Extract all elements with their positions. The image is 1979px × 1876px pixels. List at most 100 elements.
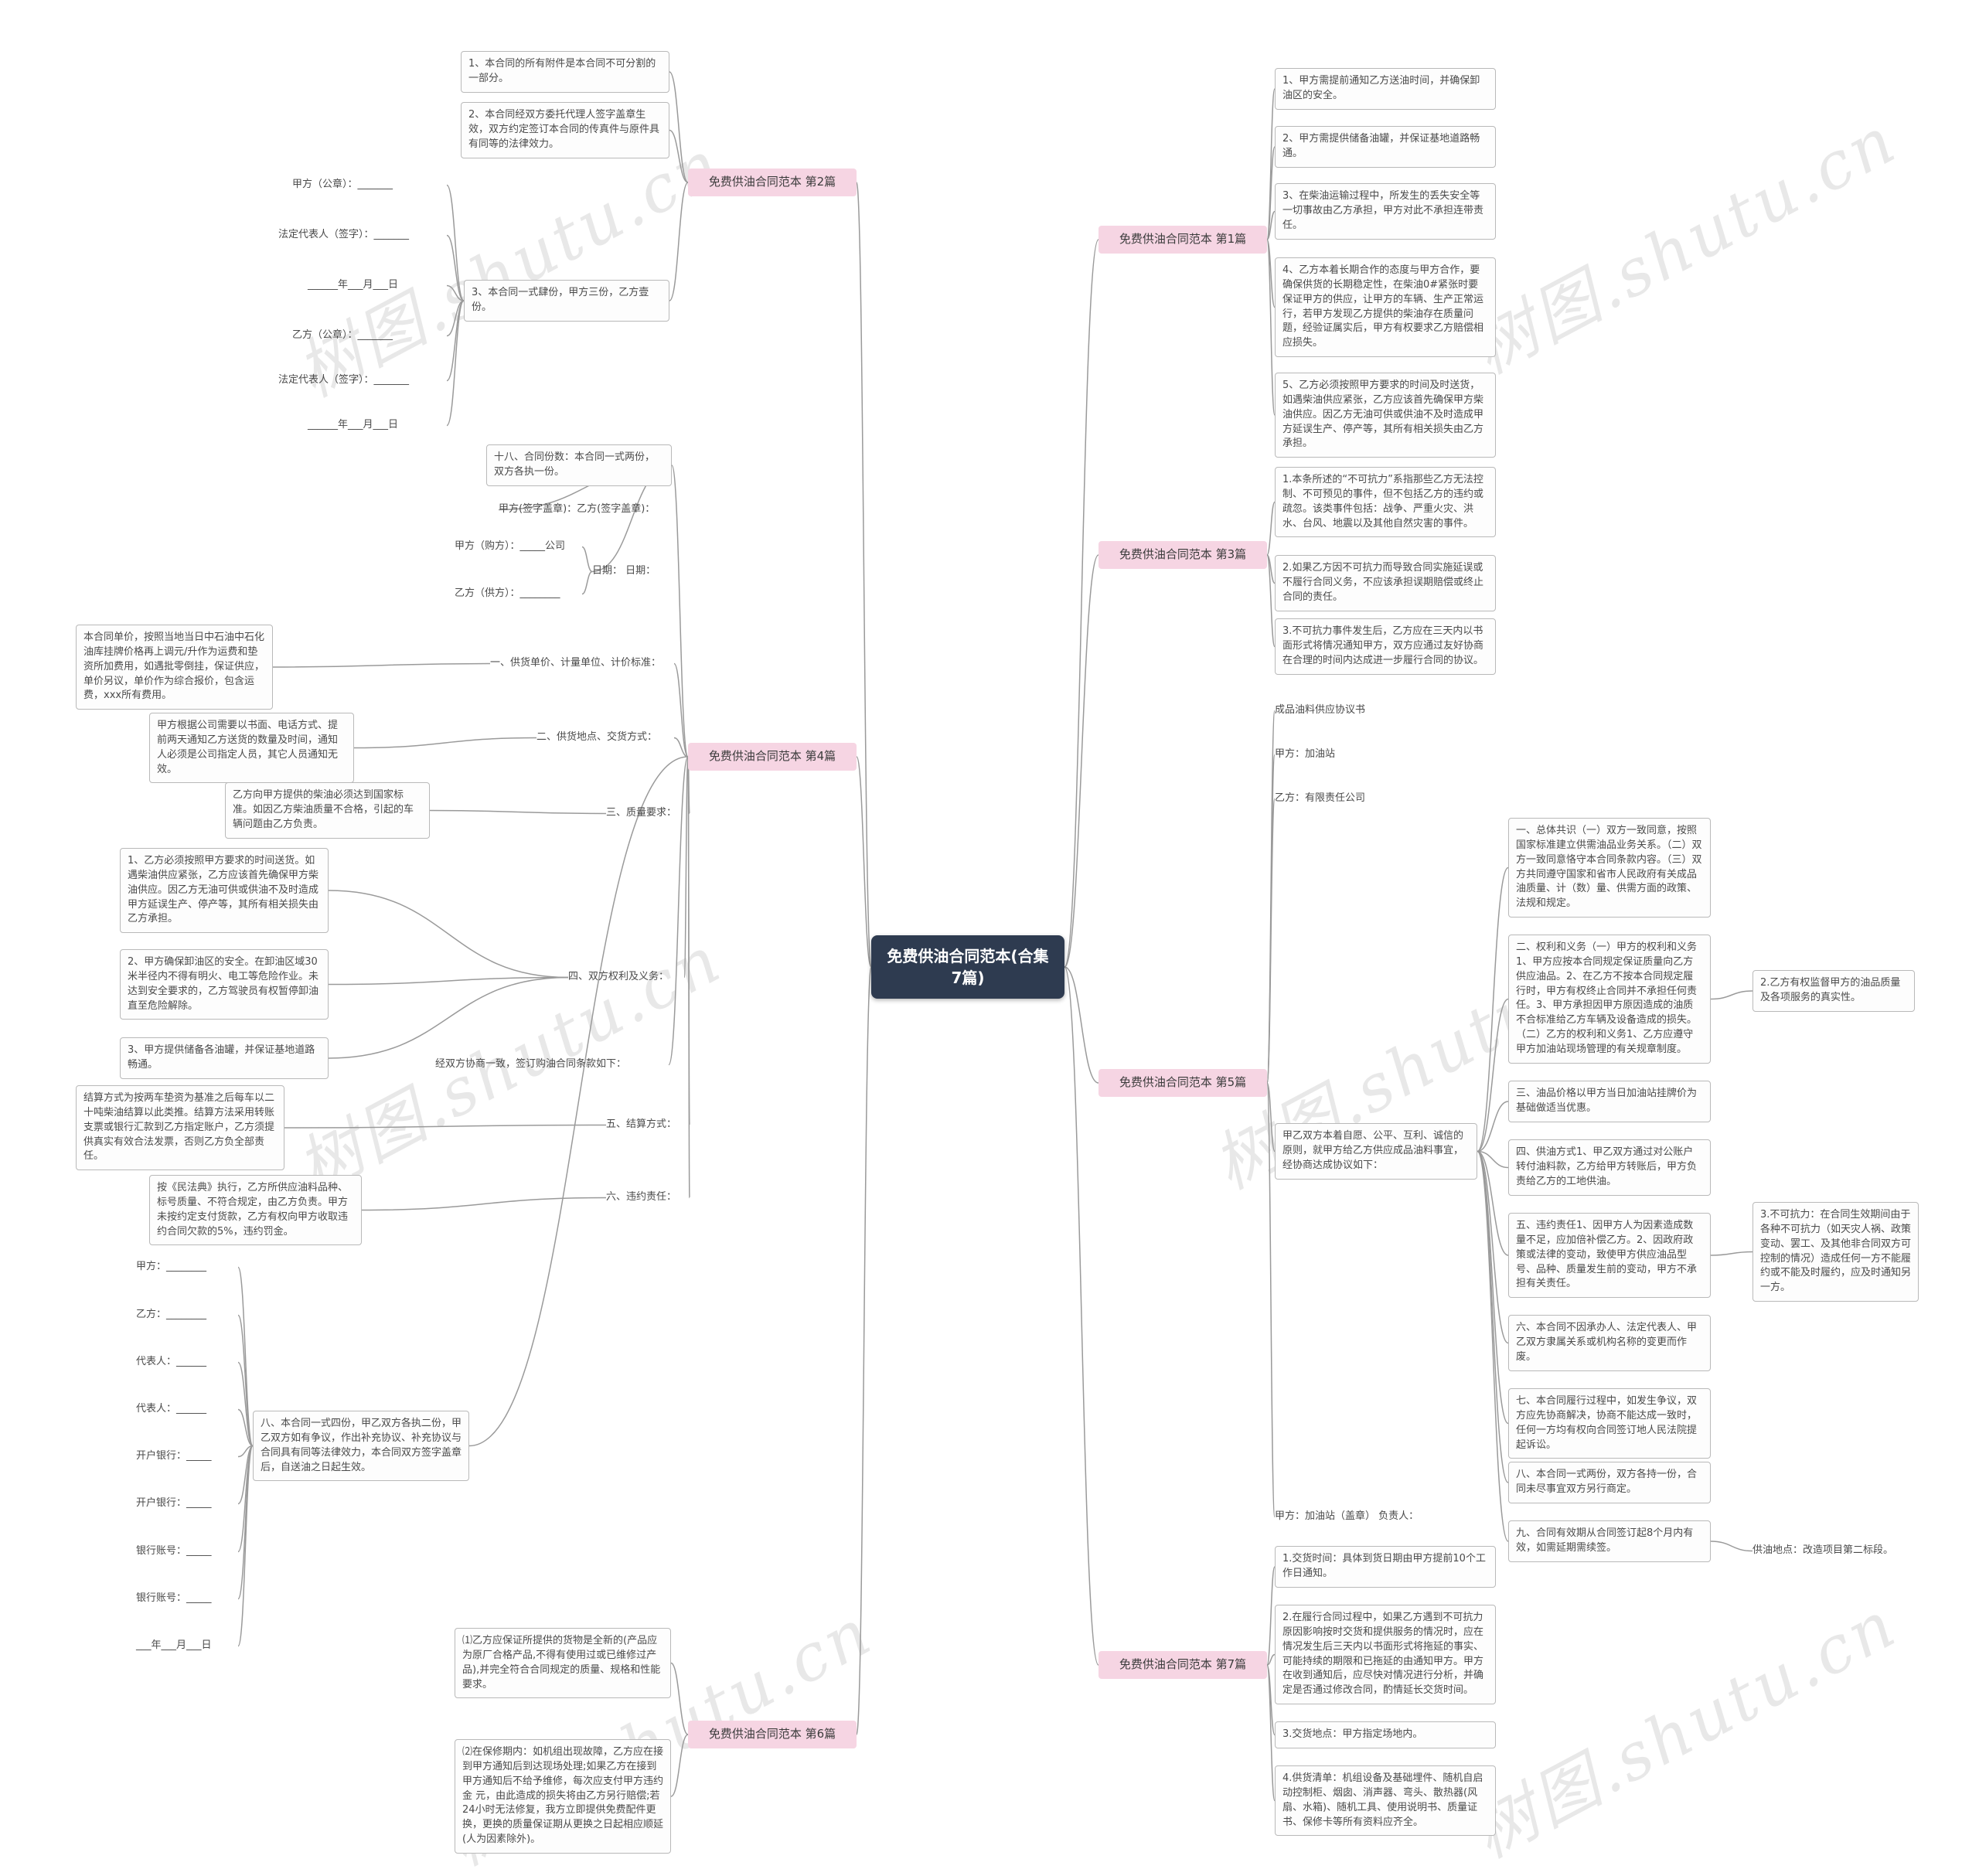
mindmap-node-t2[interactable]: 免费供油合同范本 第2篇 xyxy=(688,169,857,196)
mindmap-node-c1_1[interactable]: 1、甲方需提前通知乙方送油时间，并确保卸油区的安全。 xyxy=(1275,68,1496,110)
mindmap-node-c4_4[interactable]: 四、双方权利及义务： xyxy=(568,971,669,982)
mindmap-node-c4_8g[interactable]: 银行账号：_____ xyxy=(136,1545,212,1557)
mindmap-node-c4_8c[interactable]: 代表人：______ xyxy=(136,1356,207,1367)
mindmap-node-t1[interactable]: 免费供油合同范本 第1篇 xyxy=(1098,226,1267,254)
mindmap-node-c4_6a[interactable]: 按《民法典》执行，乙方所供应油料品种、标号质量、不符合规定，由乙方负责。甲方未按… xyxy=(149,1175,362,1246)
mindmap-node-c5_t4[interactable]: 甲方：加油站（盖章） 负责人： xyxy=(1275,1510,1419,1522)
mindmap-node-c1_2[interactable]: 2、甲方需提供储备油罐，并保证基地道路畅通。 xyxy=(1275,126,1496,168)
mindmap-node-c2_3e[interactable]: 法定代表人（签字）：_______ xyxy=(278,374,410,386)
mindmap-node-c4_4a[interactable]: 1、乙方必须按照甲方要求的时间送货。如遇柴油供应紧张，乙方应该首先确保甲方柴油供… xyxy=(120,848,329,934)
mindmap-node-c6_1[interactable]: ⑴乙方应保证所提供的货物是全新的(产品应为原厂合格产品,不得有使用过或已维修过产… xyxy=(455,1628,671,1699)
mindmap-node-c4_3[interactable]: 三、质量要求： xyxy=(606,807,677,819)
mindmap-node-c4_18a[interactable]: 甲方(签字盖章)：乙方(签字盖章)： xyxy=(499,503,656,515)
mindmap-node-c5_hub[interactable]: 甲乙双方本着自愿、公平、互利、诚信的原则，就甲方给乙方供应成品油料事宜，经协商达… xyxy=(1275,1123,1477,1180)
mindmap-node-c4_3a[interactable]: 乙方向甲方提供的柴油必须达到国家标准。如因乙方柴油质量不合格，引起的车辆问题由乙… xyxy=(225,782,430,839)
mindmap-node-t3[interactable]: 免费供油合同范本 第3篇 xyxy=(1098,541,1267,569)
mindmap-node-c5_6[interactable]: 六、本合同不因承办人、法定代表人、甲乙双方隶属关系或机构名称的变更而作废。 xyxy=(1508,1315,1711,1371)
mindmap-node-c2_3a[interactable]: 甲方（公章）：_______ xyxy=(292,179,393,190)
mindmap-node-c4_8a[interactable]: 甲方：________ xyxy=(136,1261,207,1272)
mindmap-node-c5_8[interactable]: 八、本合同一式两份，双方各持一份，合同未尽事宜双方另行商定。 xyxy=(1508,1462,1711,1503)
connector-t3-c3_3 xyxy=(1266,554,1276,648)
connector-t4-c4_18 xyxy=(671,465,689,758)
mindmap-node-t4[interactable]: 免费供油合同范本 第4篇 xyxy=(688,743,857,771)
mindmap-node-c4_4b[interactable]: 2、甲方确保卸油区的安全。在卸油区域30米半径内不得有明火、电工等危险作业。未达… xyxy=(120,949,329,1020)
mindmap-node-c7_3[interactable]: 3.交货地点：甲方指定场地内。 xyxy=(1275,1721,1496,1748)
mindmap-node-c5_1[interactable]: 一、总体共识（一）双方一致同意，按照国家标准建立供需油品业务关系。（二）双方一致… xyxy=(1508,818,1711,918)
connector-c4_4-c4_4c xyxy=(328,976,569,1059)
connector-c5_hub-c5_9 xyxy=(1477,1150,1509,1542)
connector-center-t1 xyxy=(1064,239,1099,968)
mindmap-node-t6[interactable]: 免费供油合同范本 第6篇 xyxy=(688,1721,857,1748)
connector-c4_3-c4_3a xyxy=(429,809,607,815)
mindmap-node-c1_3[interactable]: 3、在柴油运输过程中，所发生的丢失安全等一切事故由乙方承担，甲方对此不承担连带责… xyxy=(1275,183,1496,240)
mindmap-node-c4_18c[interactable]: 甲方（购方）：_____公司 xyxy=(455,540,566,552)
mindmap-node-c5_5[interactable]: 五、违约责任1、因甲方人为因素造成数量不足，应加倍补偿乙方。2、因政府政策或法律… xyxy=(1508,1213,1711,1299)
connector-c4_6-c4_6a xyxy=(361,1197,607,1211)
connector-t6-c6_2 xyxy=(670,1734,689,1797)
mindmap-node-c4_2[interactable]: 二、供货地点、交货方式： xyxy=(536,731,658,743)
mindmap-node-t5[interactable]: 免费供油合同范本 第5篇 xyxy=(1098,1069,1267,1097)
mindmap-node-c2_3c[interactable]: ______年___月___日 xyxy=(308,279,399,291)
mindmap-node-c4_18b[interactable]: 日期： 日期： xyxy=(592,565,656,577)
mindmap-node-c7_2[interactable]: 2.在履行合同过程中，如果乙方遇到不可抗力原因影响按时交货和提供服务的情况时，应… xyxy=(1275,1605,1496,1705)
mindmap-node-center[interactable]: 免费供油合同范本(合集7篇) xyxy=(871,935,1064,999)
mindmap-node-c5_7[interactable]: 七、本合同履行过程中，如发生争议，双方应先协商解决，协商不能达成一致时，任何一方… xyxy=(1508,1388,1711,1459)
connector-t1-c1_4 xyxy=(1266,239,1276,308)
mindmap-node-t7[interactable]: 免费供油合同范本 第7篇 xyxy=(1098,1651,1267,1679)
mindmap-node-c6_2[interactable]: ⑵在保修期内：如机组出现故障，乙方应在接到甲方通知后到达现场处理;如果乙方在接到… xyxy=(455,1739,671,1854)
mindmap-node-c4_5[interactable]: 五、结算方式： xyxy=(606,1118,677,1130)
connector-t1-c1_2 xyxy=(1266,146,1276,240)
connector-center-t3 xyxy=(1064,554,1099,968)
mindmap-node-c2_1[interactable]: 1、本合同的所有附件是本合同不可分割的一部分。 xyxy=(461,51,669,93)
mindmap-node-c5_9a[interactable]: 供油地点：改造项目第二标段。 xyxy=(1752,1544,1894,1556)
mindmap-node-c3_1[interactable]: 1.本条所述的“不可抗力”系指那些乙方无法控制、不可预见的事件，但不包括乙方的违… xyxy=(1275,467,1496,538)
mindmap-node-c5_t2[interactable]: 甲方：加油站 xyxy=(1275,748,1336,760)
mindmap-node-c2_3[interactable]: 3、本合同一式肆份，甲方三份，乙方壹份。 xyxy=(464,280,669,322)
mindmap-node-c4_4c[interactable]: 3、甲方提供储备各油罐，并保证基地道路畅通。 xyxy=(120,1037,329,1079)
mindmap-node-c3_3[interactable]: 3.不可抗力事件发生后，乙方应在三天内以书面形式将情况通知甲方，双方应通过友好协… xyxy=(1275,618,1496,675)
mindmap-node-c4_8b[interactable]: 乙方：________ xyxy=(136,1309,207,1320)
connector-c5_2-c5_2a xyxy=(1710,990,1753,1000)
connector-c2_3-c2_3c xyxy=(446,284,465,301)
connector-c4_18b-c4_18c xyxy=(581,546,593,573)
connector-c4_18b-c4_18d xyxy=(581,570,593,595)
mindmap-node-c5_4[interactable]: 四、供油方式1、甲乙双方通过对公账户转付油料款，乙方给甲方转账后，甲方负责给乙方… xyxy=(1508,1139,1711,1196)
mindmap-node-c4_8e[interactable]: 开户银行：_____ xyxy=(136,1450,212,1462)
mindmap-node-c4_5a[interactable]: 结算方式为按两车垫资为基准之后每车以二十吨柴油结算以此类推。结算方法采用转账支票… xyxy=(76,1085,284,1171)
mindmap-node-c1_5[interactable]: 5、乙方必须按照甲方要求的时间及时送货，如遇柴油供应紧张，乙方应该首先确保甲方柴… xyxy=(1275,373,1496,458)
mindmap-node-c4_8i[interactable]: ___年___月___日 xyxy=(136,1639,212,1651)
mindmap-node-c5_9[interactable]: 九、合同有效期从合同签订起8个月内有效，如需延期需续签。 xyxy=(1508,1520,1711,1562)
mindmap-node-c2_2[interactable]: 2、本合同经双方委托代理人签字盖章生效，双方约定签订本合同的传真件与原件具有同等… xyxy=(461,102,669,158)
mindmap-node-c2_3f[interactable]: ______年___月___日 xyxy=(308,419,399,431)
mindmap-node-c2_3d[interactable]: 乙方（公章）：_______ xyxy=(292,329,393,341)
mindmap-node-c3_2[interactable]: 2.如果乙方因不可抗力而导致合同实施延误或不履行合同义务，不应该承担误期赔偿或终… xyxy=(1275,555,1496,611)
mindmap-node-c4_8[interactable]: 八、本合同一式四份，甲乙双方各执二份，甲乙双方如有争议，作出补充协议、补充协议与… xyxy=(253,1411,469,1482)
mindmap-node-c4_8d[interactable]: 代表人：______ xyxy=(136,1403,207,1415)
mindmap-node-c4_8f[interactable]: 开户银行：_____ xyxy=(136,1497,212,1509)
connector-c4_5-c4_5a xyxy=(284,1124,607,1129)
connector-c5_hub-c5_1 xyxy=(1477,867,1509,1152)
mindmap-node-c5_t3[interactable]: 乙方：有限责任公司 xyxy=(1275,792,1366,804)
mindmap-node-c4_0[interactable]: 经双方协商一致，签订购油合同条款如下： xyxy=(435,1058,627,1070)
connector-t4-c4_0 xyxy=(668,756,689,1066)
mindmap-node-c4_8h[interactable]: 银行账号：_____ xyxy=(136,1592,212,1604)
mindmap-node-c5_2[interactable]: 二、权利和义务（一）甲方的权利和义务1、甲方应按本合同规定保证质量向乙方供应油品… xyxy=(1508,935,1711,1064)
mindmap-node-c5_3[interactable]: 三、油品价格以甲方当日加油站挂牌价为基础做适当优惠。 xyxy=(1508,1081,1711,1122)
mindmap-node-c7_4[interactable]: 4.供货清单：机组设备及基础埋件、随机自启动控制柜、烟囱、消声器、弯头、散热器(… xyxy=(1275,1765,1496,1837)
mindmap-node-c4_1a[interactable]: 本合同单价，按照当地当日中石油中石化油库挂牌价格再上调元/升作为运费和垫资所加费… xyxy=(76,625,273,710)
mindmap-node-c4_2a[interactable]: 甲方根据公司需要以书面、电话方式、提前两天通知乙方送货的数量及时间，通知人必须是… xyxy=(149,713,354,784)
mindmap-node-c4_18[interactable]: 十八、合同份数：本合同一式两份，双方各执一份。 xyxy=(486,444,672,486)
connector-c5_5-c5_5a xyxy=(1710,1251,1753,1256)
mindmap-node-c5_t1[interactable]: 成品油料供应协议书 xyxy=(1275,704,1366,716)
mindmap-node-c5_5a[interactable]: 3.不可抗力：在合同生效期间由于各种不可抗力（如天灾人祸、政策变动、罢工、及其他… xyxy=(1752,1202,1919,1302)
mindmap-node-c5_2a[interactable]: 2.乙方有权监督甲方的油品质量及各项服务的真实性。 xyxy=(1752,970,1915,1012)
connector-t6-c6_1 xyxy=(670,1662,689,1735)
connector-t7-c7_1 xyxy=(1266,1566,1276,1666)
mindmap-node-c4_18d[interactable]: 乙方（供方）：________ xyxy=(455,587,560,599)
mindmap-node-c1_4[interactable]: 4、乙方本着长期合作的态度与甲方合作，要确保供货的长期稳定性，在柴油0#紧张时要… xyxy=(1275,257,1496,358)
mindmap-node-c7_1[interactable]: 1.交货时间：具体到货日期由甲方提前10个工作日通知。 xyxy=(1275,1546,1496,1588)
mindmap-node-c4_6[interactable]: 六、违约责任： xyxy=(606,1191,677,1203)
mindmap-node-c2_3b[interactable]: 法定代表人（签字）：_______ xyxy=(278,229,410,240)
mindmap-node-c4_1[interactable]: 一、供货单价、计量单位、计价标准： xyxy=(490,657,662,669)
